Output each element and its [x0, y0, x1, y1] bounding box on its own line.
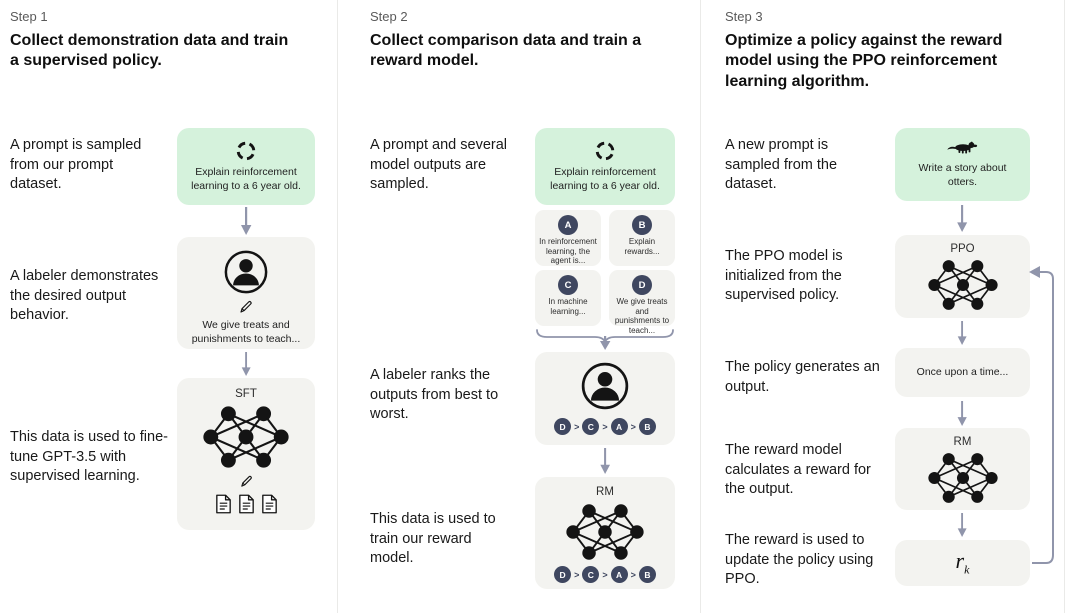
person-icon — [224, 250, 268, 294]
output-a-box: A In reinforcement learning, the agent i… — [535, 210, 601, 266]
down-arrow-icon — [957, 513, 967, 537]
neural-network-icon — [203, 406, 289, 468]
step1-label: Step 1 — [10, 9, 48, 24]
otter-icon — [946, 141, 977, 154]
rank-badge: A — [610, 418, 628, 435]
reward-value: rk — [955, 548, 970, 577]
output-c-text: In machine learning... — [548, 297, 588, 316]
document-icon — [215, 494, 231, 514]
document-icon — [261, 494, 277, 514]
step3-title: Optimize a policy against the reward mod… — [725, 32, 1003, 90]
step2-labeler-box: D > C > A > B — [535, 352, 675, 445]
sft-label: SFT — [235, 388, 257, 400]
rank-separator: > — [574, 421, 580, 432]
output-b-text: Explain rewards... — [624, 237, 660, 256]
rank-separator: > — [574, 569, 580, 580]
neural-network-icon — [927, 260, 998, 310]
down-arrow-icon — [241, 352, 251, 376]
rank-badge: A — [610, 566, 628, 583]
step2-caption-sampled: A prompt and several model outputs are s… — [370, 137, 508, 193]
rank-separator: > — [602, 421, 608, 432]
rank-badge: C — [582, 418, 600, 435]
feedback-loop-arrow — [1029, 266, 1054, 564]
step1-caption-labeler: A labeler demonstrates the desired outpu… — [10, 268, 159, 324]
column-divider — [1064, 0, 1065, 613]
ranking-row: D > C > A > B — [554, 418, 656, 435]
down-arrow-icon — [241, 207, 252, 235]
output-d-text: We give treats and punishments to teach.… — [614, 297, 670, 335]
rank-separator: > — [630, 569, 636, 580]
document-icon — [238, 494, 254, 514]
down-arrow-icon — [957, 205, 968, 232]
step3-rm-box: RM — [895, 428, 1030, 510]
output-a-badge: A — [558, 215, 578, 235]
step3-ppo-box: PPO — [895, 235, 1030, 318]
step3-caption-output: The policy generates an output. — [725, 359, 880, 395]
step2-caption-ranks: A labeler ranks the outputs from best to… — [370, 367, 499, 423]
ppo-label: PPO — [950, 243, 975, 255]
output-c-badge: C — [558, 275, 578, 295]
down-arrow-icon — [600, 448, 611, 474]
rank-badge: D — [554, 566, 572, 583]
step3-label: Step 3 — [725, 9, 763, 24]
down-arrow-icon — [957, 401, 967, 426]
step3-output-box: Once upon a time... — [895, 348, 1030, 397]
rank-badge: C — [582, 566, 600, 583]
rank-badge: B — [638, 418, 656, 435]
step3-output-text: Once upon a time... — [916, 365, 1009, 378]
step1-caption-prompt: A prompt is sampled from our prompt data… — [10, 137, 142, 193]
refresh-icon — [235, 139, 257, 162]
step1-prompt-text: Explain reinforcement learning to a 6 ye… — [191, 165, 301, 192]
step3-reward-box: rk — [895, 540, 1030, 586]
refresh-icon — [594, 139, 616, 162]
step2-label: Step 2 — [370, 9, 408, 24]
person-icon — [581, 362, 629, 410]
column-divider — [700, 0, 701, 613]
rank-badge: B — [638, 566, 656, 583]
neural-network-icon — [927, 453, 998, 503]
step3-prompt-box: Write a story about otters. — [895, 128, 1030, 201]
output-d-box: D We give treats and punishments to teac… — [609, 270, 675, 335]
down-arrow-icon — [600, 336, 611, 350]
step3-caption-reward: The reward model calculates a reward for… — [725, 442, 871, 498]
neural-network-icon — [566, 504, 644, 560]
step2-prompt-text: Explain reinforcement learning to a 6 ye… — [550, 165, 660, 192]
step1-labeler-box: We give treats and punishments to teach.… — [177, 237, 315, 349]
output-b-badge: B — [632, 215, 652, 235]
pencil-icon — [240, 301, 252, 313]
ranking-row: D > C > A > B — [554, 566, 656, 583]
output-a-text: In reinforcement learning, the agent is.… — [539, 237, 597, 266]
step3-prompt-text: Write a story about otters. — [918, 161, 1007, 188]
step2-prompt-box: Explain reinforcement learning to a 6 ye… — [535, 128, 675, 205]
output-b-box: B Explain rewards... — [609, 210, 675, 266]
down-arrow-icon — [957, 321, 967, 345]
column-divider — [337, 0, 338, 613]
step1-caption-finetune: This data is used to fine-tune GPT-3.5 w… — [10, 429, 168, 485]
rank-separator: > — [630, 421, 636, 432]
output-d-badge: D — [632, 275, 652, 295]
step3-caption-prompt: A new prompt is sampled from the dataset… — [725, 137, 838, 193]
step2-caption-train: This data is used to train our reward mo… — [370, 511, 496, 567]
rank-badge: D — [554, 418, 572, 435]
step3-caption-ppo: The PPO model is initialized from the su… — [725, 248, 843, 304]
step3-caption-update: The reward is used to update the policy … — [725, 532, 874, 588]
pencil-icon — [240, 475, 252, 487]
step1-prompt-box: Explain reinforcement learning to a 6 ye… — [177, 128, 315, 205]
step1-sft-box: SFT — [177, 378, 315, 530]
step2-title: Collect comparison data and train a rewa… — [370, 32, 642, 70]
rank-separator: > — [602, 569, 608, 580]
output-c-box: C In machine learning... — [535, 270, 601, 326]
step1-title: Collect demonstration data and train a s… — [10, 32, 289, 70]
documents-row — [215, 494, 278, 514]
rm-label: RM — [953, 436, 972, 448]
step2-rm-box: RM D > C > A > B — [535, 477, 675, 589]
rm-label: RM — [596, 486, 614, 498]
step1-demonstration-text: We give treats and punishments to teach.… — [191, 319, 301, 345]
